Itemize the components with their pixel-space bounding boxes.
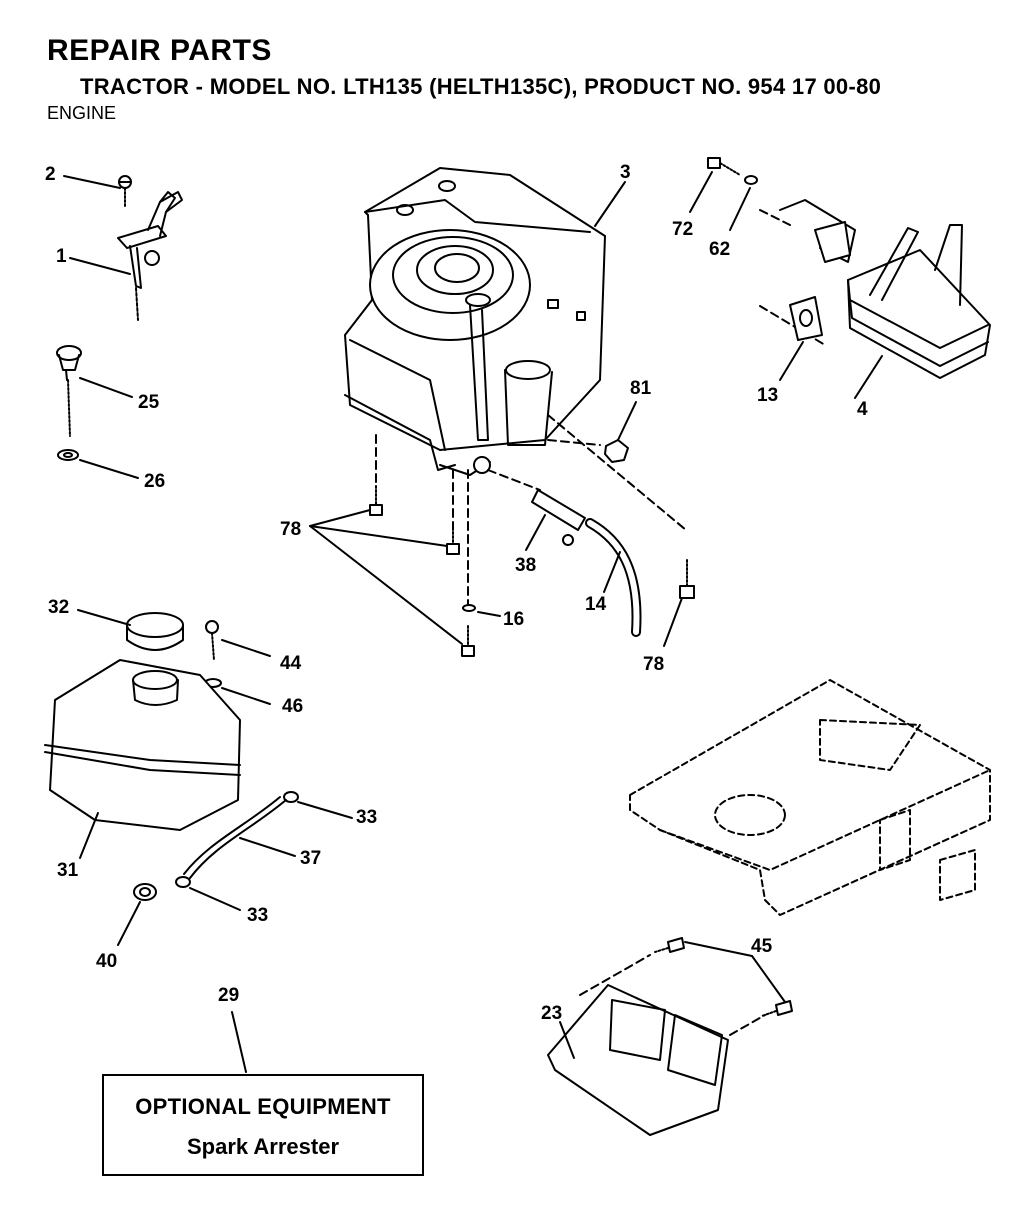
part-78-bolt-b [446, 527, 460, 555]
part-62-washer [744, 175, 758, 185]
part-33-clamp-a [283, 791, 299, 803]
callout-14: 14 [585, 594, 607, 615]
model-subtitle: TRACTOR - MODEL NO. LTH135 (HELTH135C), … [80, 74, 882, 99]
callout-23: 23 [541, 1003, 562, 1024]
callout-37: 37 [300, 848, 321, 869]
section-label: ENGINE [47, 103, 117, 123]
optional-equipment-box: OPTIONAL EQUIPMENT Spark Arrester [102, 1074, 424, 1176]
part-31-fuel-tank [44, 659, 241, 831]
callout-25: 25 [138, 392, 160, 413]
callout-1: 1 [56, 246, 67, 267]
callout-13: 13 [757, 385, 778, 406]
page-title: REPAIR PARTS [47, 34, 272, 67]
callout-31: 31 [57, 860, 79, 881]
callout-33-b: 33 [247, 905, 268, 926]
part-38-fuel-shutoff [531, 489, 586, 546]
part-13-gasket [789, 296, 823, 341]
callout-29: 29 [218, 985, 239, 1006]
part-1-throttle-control [117, 191, 183, 321]
part-78-bolt-a [369, 485, 383, 516]
part-33-clamp-b [175, 876, 191, 888]
callout-16: 16 [503, 609, 524, 630]
part-25-knob [56, 345, 82, 437]
part-2-screw [118, 175, 132, 207]
part-4-muffler [779, 199, 991, 379]
part-78-bolt-d [679, 559, 695, 599]
part-37-hose [183, 796, 287, 879]
part-32-fuel-cap [126, 612, 184, 651]
part-78-bolt-c [461, 625, 475, 657]
part-14-fuel-hose [585, 518, 642, 637]
callout-81: 81 [630, 378, 652, 399]
callout-4: 4 [857, 399, 868, 420]
part-3-engine [344, 167, 606, 476]
part-72-bolt [707, 157, 741, 176]
part-16-washer [462, 604, 476, 612]
optional-equipment-item: Spark Arrester [186, 1134, 340, 1159]
part-45-screw-a [654, 937, 685, 953]
callout-78-a: 78 [280, 519, 301, 540]
callout-62: 62 [709, 239, 730, 260]
part-81-nut [604, 439, 629, 463]
optional-equipment-heading: OPTIONAL EQUIPMENT [135, 1094, 391, 1119]
frame-dashed [629, 679, 991, 916]
callout-32: 32 [48, 597, 69, 618]
callout-2: 2 [45, 164, 56, 185]
part-40-grommet [133, 883, 157, 901]
callout-26: 26 [144, 471, 165, 492]
callout-3: 3 [620, 162, 631, 183]
callout-44: 44 [280, 653, 302, 674]
callout-46: 46 [282, 696, 303, 717]
callout-78-b: 78 [643, 654, 664, 675]
part-26-washer [57, 449, 79, 461]
callout-72: 72 [672, 219, 693, 240]
part-45-screw-b [761, 1000, 793, 1017]
part-23-heat-shield [547, 984, 729, 1136]
callout-45: 45 [751, 936, 773, 957]
part-44-screw [205, 620, 219, 661]
callout-38: 38 [515, 555, 536, 576]
callout-33-a: 33 [356, 807, 377, 828]
callout-40: 40 [96, 951, 117, 972]
